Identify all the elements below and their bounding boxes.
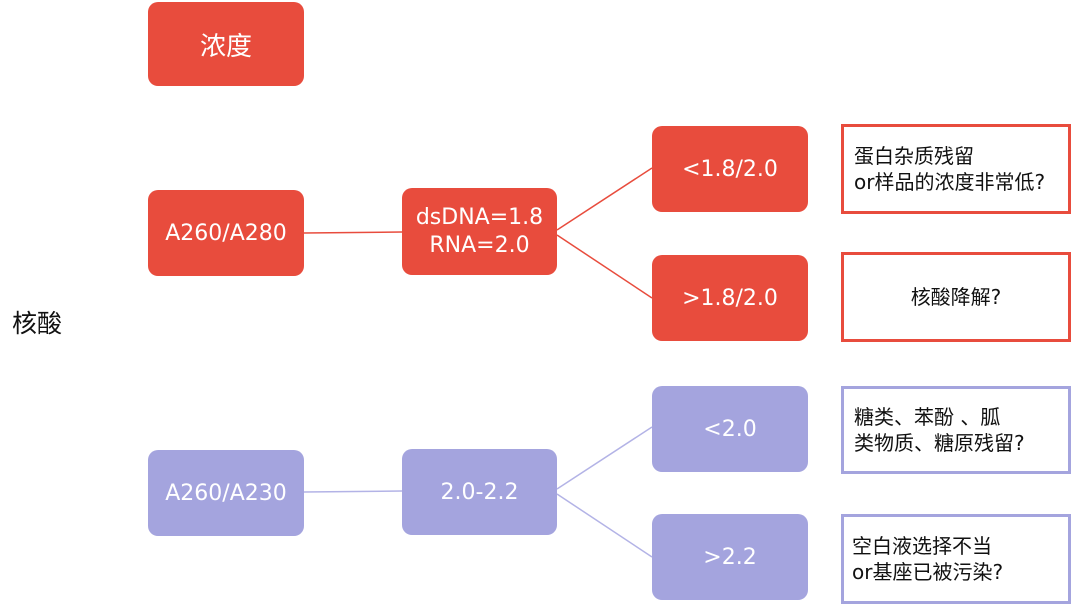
nucleic-acid-label: 核酸 <box>12 309 63 338</box>
ratio-standard-node: dsDNA=1.8 RNA=2.0 <box>402 188 557 275</box>
a260-a280-node: A260/A280 <box>148 190 304 276</box>
connector-range-to-gt22 <box>556 493 653 558</box>
below-range-node: <2.0 <box>652 386 808 472</box>
connector-a230-to-range <box>303 490 403 493</box>
connector-a280-to-ratio <box>303 231 403 234</box>
above-ratio-node: >1.8/2.0 <box>652 255 808 341</box>
protein-residue-note: 蛋白杂质残留 or样品的浓度非常低? <box>841 124 1071 214</box>
connector-range-to-lt20 <box>556 426 653 490</box>
sugar-residue-note: 糖类、苯酚 、胍 类物质、糖原残留? <box>841 386 1071 474</box>
a260-a230-node: A260/A230 <box>148 450 304 536</box>
range-standard-node: 2.0-2.2 <box>402 449 557 535</box>
above-range-node: >2.2 <box>652 514 808 600</box>
connector-ratio-to-gt18 <box>556 234 653 299</box>
blank-contamination-note: 空白液选择不当 or基座已被污染? <box>841 514 1071 604</box>
connector-ratio-to-lt18 <box>556 167 653 231</box>
degradation-note: 核酸降解? <box>841 252 1071 342</box>
concentration-node: 浓度 <box>148 2 304 86</box>
below-ratio-node: <1.8/2.0 <box>652 126 808 212</box>
